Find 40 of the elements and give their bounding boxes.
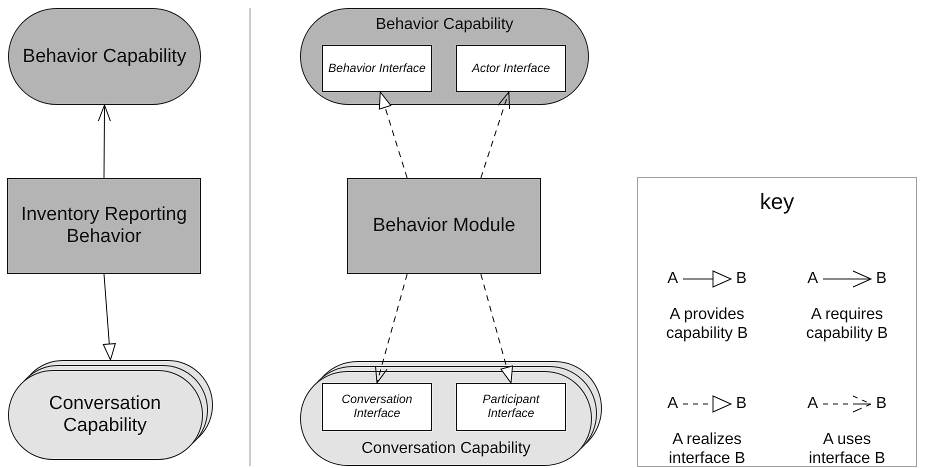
- legend-text: A realizes interface B: [668, 430, 746, 468]
- node-label: Behavior Capability: [376, 16, 514, 34]
- component-box: [322, 45, 432, 92]
- capability-pill: [300, 8, 589, 105]
- interface-name: Behavior Interface: [328, 62, 426, 76]
- node-label: Behavior Capability: [22, 46, 186, 68]
- dashed-arrow: [480, 274, 514, 384]
- component-box: [347, 178, 541, 274]
- key-title: key: [760, 189, 794, 215]
- legend-text: A uses interface B: [808, 430, 886, 468]
- key-panel: [637, 177, 917, 467]
- node-label: Conversation Capability: [48, 392, 162, 436]
- endpoint-label: A: [807, 395, 818, 413]
- endpoint-label: A: [667, 270, 678, 288]
- endpoint-label: B: [876, 270, 887, 288]
- node-label: Conversation Capability: [362, 440, 530, 458]
- component-box: [7, 178, 201, 274]
- capability-pill: [8, 8, 201, 105]
- interface-name: Conversation Interface: [340, 393, 414, 421]
- stacked-capability-pill: [8, 360, 213, 460]
- dashed-arrow: [480, 92, 510, 178]
- legend-text: A provides capability B: [665, 305, 749, 344]
- node-label: Inventory Reporting Behavior: [20, 204, 188, 248]
- endpoint-label: A: [807, 270, 818, 288]
- component-box: [456, 45, 566, 92]
- interface-name: Participant Interface: [482, 393, 541, 421]
- component-box: [322, 383, 432, 431]
- dashed-arrow: [378, 92, 408, 178]
- node-label: Behavior Module: [372, 215, 516, 237]
- arrow: [102, 274, 116, 360]
- legend-text: A requires capability B: [805, 305, 889, 344]
- endpoint-label: B: [876, 395, 887, 413]
- component-box: [456, 383, 566, 431]
- endpoint-label: A: [667, 395, 678, 413]
- endpoint-label: B: [736, 270, 747, 288]
- arrow: [98, 104, 111, 178]
- interface-name: Actor Interface: [472, 62, 550, 76]
- stacked-capability-pill: [300, 361, 602, 466]
- endpoint-label: B: [736, 395, 747, 413]
- dashed-arrow: [374, 274, 408, 384]
